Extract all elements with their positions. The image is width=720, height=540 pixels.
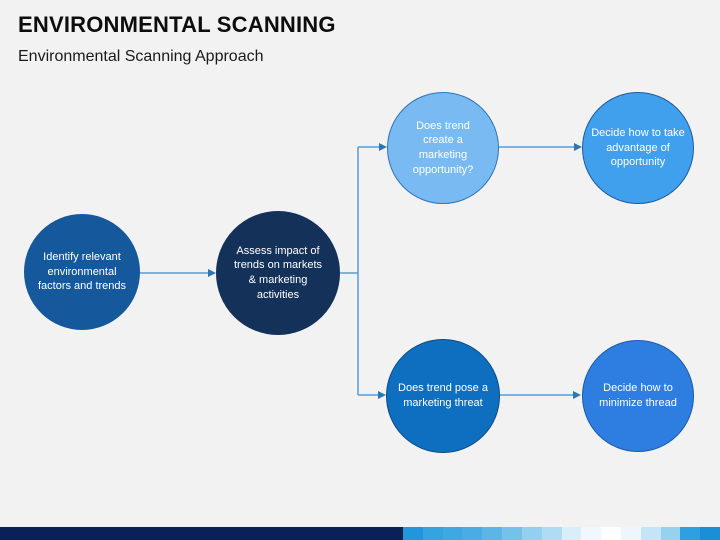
node-label: Decide how to take advantage of opportun… [591, 127, 685, 169]
node-minimize-threat: Decide how to minimize thread [582, 340, 694, 452]
footer-gradient-segment [403, 527, 423, 540]
footer-gradient-segment [521, 527, 542, 540]
footer-gradient-segment [502, 527, 522, 540]
footer-gradient-segment [680, 527, 701, 540]
footer-accent-bar [0, 527, 720, 540]
footer-gradient-segment [601, 527, 621, 540]
page-title: ENVIRONMENTAL SCANNING [18, 12, 336, 37]
arrow-threat-to-minimize [500, 391, 581, 399]
node-trend-threat: Does trend pose a marketing threat [386, 339, 500, 453]
node-label: Identify relevant environmental factors … [37, 251, 127, 293]
footer-gradient-segment [620, 527, 641, 540]
footer-gradient-segment [660, 527, 681, 540]
page-subtitle: Environmental Scanning Approach [18, 48, 264, 65]
footer-navy-segment [0, 527, 403, 540]
footer-gradient-segment [482, 527, 503, 540]
node-label: Does trend pose a marketing threat [398, 382, 488, 409]
footer-gradient-segment [581, 527, 602, 540]
footer-gradient-segment [422, 527, 443, 540]
arrow-opportunity-to-advantage [499, 143, 582, 151]
node-trend-opportunity: Does trend create a marketing opportunit… [387, 92, 499, 204]
node-identify-factors: Identify relevant environmental factors … [24, 214, 140, 330]
footer-gradient-segment [442, 527, 463, 540]
arrow-identify-to-assess [140, 269, 216, 277]
branch-assess-to-questions [340, 143, 387, 399]
node-assess-impact: Assess impact of trends on markets & mar… [216, 211, 340, 335]
footer-gradient [403, 527, 720, 540]
node-label: Does trend create a marketing opportunit… [412, 119, 474, 176]
footer-gradient-segment [700, 527, 720, 540]
footer-gradient-segment [561, 527, 582, 540]
footer-gradient-segment [640, 527, 661, 540]
node-take-advantage: Decide how to take advantage of opportun… [582, 92, 694, 204]
node-label: Assess impact of trends on markets & mar… [233, 244, 323, 301]
footer-gradient-segment [541, 527, 562, 540]
footer-gradient-segment [462, 527, 483, 540]
node-label: Decide how to minimize thread [599, 382, 677, 409]
